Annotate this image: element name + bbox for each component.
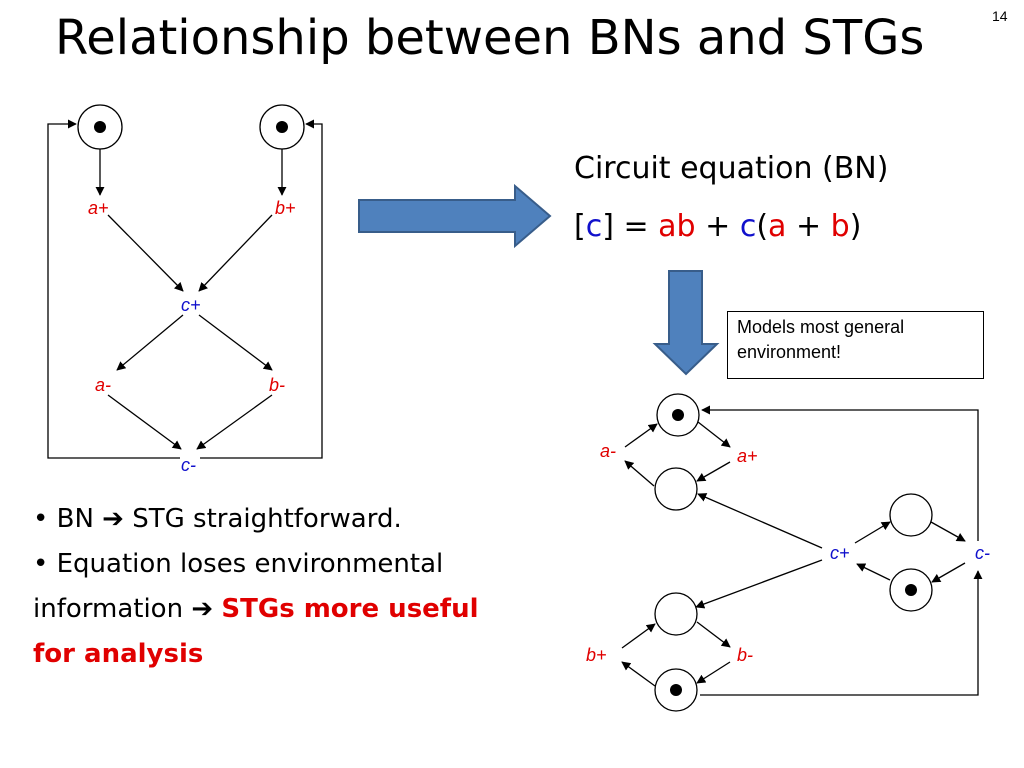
down-block-arrow xyxy=(652,270,720,376)
note-line: Models most general xyxy=(737,317,905,337)
eq-term-ab: ab xyxy=(658,209,696,244)
return-arc-top xyxy=(701,405,979,541)
label-a-minus: a- xyxy=(600,441,616,461)
eq-paren-open: ( xyxy=(756,209,769,244)
token-dot xyxy=(94,121,106,133)
slide-number: 14 xyxy=(992,8,1008,24)
place-a-empty xyxy=(654,467,698,511)
arc xyxy=(621,661,656,687)
return-arc-bottom xyxy=(700,570,983,696)
arc xyxy=(931,562,966,583)
bullet-emphasis: STGs more useful xyxy=(221,594,479,624)
label-b-plus: b+ xyxy=(275,198,296,218)
arc xyxy=(856,563,891,581)
left-stg: a+ b+ c+ a- b- c- xyxy=(47,104,323,475)
arc xyxy=(196,394,273,450)
arc xyxy=(624,423,658,448)
bullet-item-cont: information ➔ STGs more useful xyxy=(33,587,593,632)
arc xyxy=(107,214,184,292)
label-c-minus: c- xyxy=(975,543,990,563)
arc xyxy=(624,460,655,487)
place-b-empty xyxy=(654,592,698,636)
token-dot xyxy=(670,684,682,696)
eq-var-c: c xyxy=(739,209,757,244)
equation-formula: [c] = ab + c(a + b) xyxy=(574,209,861,245)
token-dot xyxy=(276,121,288,133)
label-b-plus: b+ xyxy=(586,645,607,665)
slide-title: Relationship between BNs and STGs xyxy=(55,10,925,66)
label-b-minus: b- xyxy=(737,645,753,665)
label-a-plus: a+ xyxy=(88,198,109,218)
eq-bracket-close-equals: ] = xyxy=(602,209,649,244)
bullet-text: information xyxy=(33,594,184,624)
bullet-item: • Equation loses environmental xyxy=(33,542,593,587)
right-block-arrow xyxy=(358,183,552,249)
label-c-minus: c- xyxy=(181,455,196,475)
loop-arc-b xyxy=(200,119,323,459)
bullet-emphasis: for analysis xyxy=(33,639,204,669)
bullet-item-cont: for analysis xyxy=(33,632,593,677)
bullet-text: • BN xyxy=(33,504,94,534)
right-stg: a- a+ c+ c- b+ b- xyxy=(586,393,990,712)
eq-plus: + xyxy=(795,209,822,244)
arc xyxy=(697,493,823,549)
eq-var-a: a xyxy=(768,209,787,244)
arc xyxy=(198,314,273,371)
bullet-item: • BN ➔ STG straightforward. xyxy=(33,497,593,542)
eq-var-b: b xyxy=(830,209,850,244)
equation-caption: Circuit equation (BN) xyxy=(574,151,889,186)
arc xyxy=(621,623,656,649)
token-dot xyxy=(672,409,684,421)
arc xyxy=(930,521,966,542)
label-b-minus: b- xyxy=(269,375,285,395)
arc xyxy=(107,394,182,450)
arc xyxy=(697,421,731,448)
arc xyxy=(116,314,184,371)
eq-paren-close: ) xyxy=(849,209,862,244)
eq-bracket-open: [ xyxy=(574,209,586,244)
label-a-plus: a+ xyxy=(737,446,758,466)
label-a-minus: a- xyxy=(95,375,111,395)
arc xyxy=(696,461,731,482)
loop-arc-a xyxy=(47,119,180,459)
arc xyxy=(696,661,731,684)
arc xyxy=(696,621,731,648)
label-c-plus: c+ xyxy=(181,295,201,315)
arc xyxy=(198,214,273,292)
right-arrow-icon: ➔ xyxy=(191,594,214,624)
arc xyxy=(854,521,891,544)
label-c-plus: c+ xyxy=(830,543,850,563)
eq-plus: + xyxy=(705,209,731,244)
note-line: environment! xyxy=(737,342,842,362)
token-dot xyxy=(905,584,917,596)
place-c-upper xyxy=(889,493,933,537)
bullet-text: • Equation loses environmental xyxy=(33,549,444,579)
eq-var-c: c xyxy=(585,209,603,244)
note-callout: Models most general environment! xyxy=(727,311,984,379)
right-arrow-icon: ➔ xyxy=(102,504,124,534)
bullet-text: STG straightforward. xyxy=(132,504,402,534)
bullet-list: • BN ➔ STG straightforward. • Equation l… xyxy=(33,497,593,677)
arc xyxy=(695,559,823,609)
